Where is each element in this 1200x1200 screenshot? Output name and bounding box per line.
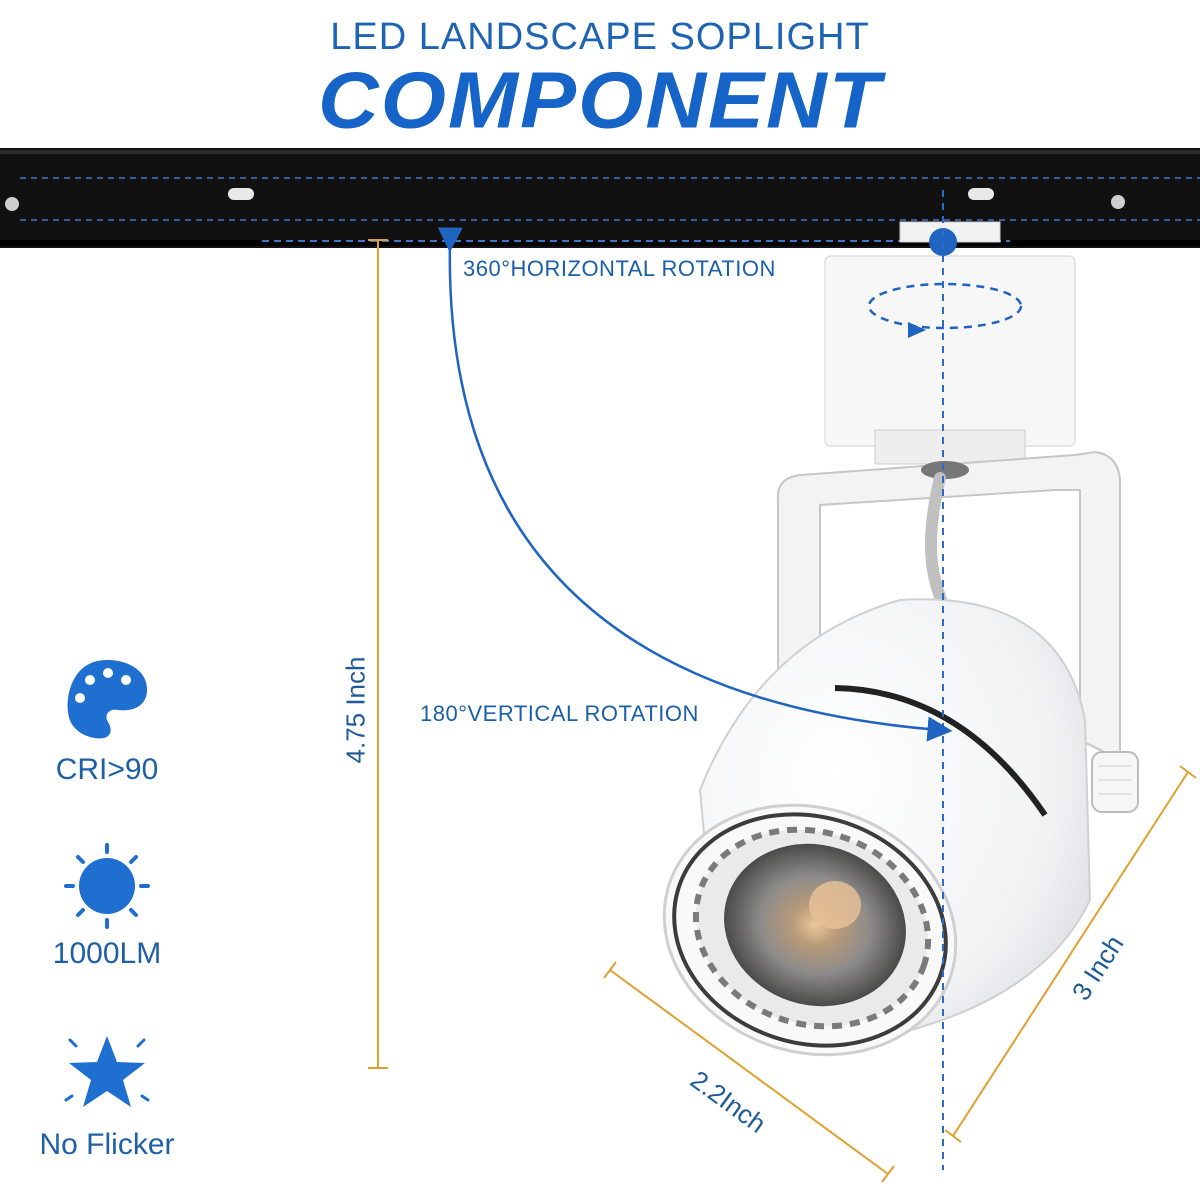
feature-label-flicker: No Flicker (39, 1128, 175, 1161)
vertical-rotation-label: 180°VERTICAL ROTATION (420, 701, 699, 726)
height-dimension-label: 4.75 Inch (340, 656, 371, 764)
sun-icon (64, 843, 150, 929)
palette-icon (67, 660, 148, 739)
length-dimension (944, 765, 1197, 1143)
feature-label-lumen: 1000LM (52, 937, 162, 970)
track-rail (0, 148, 1200, 248)
star-icon (64, 1036, 150, 1107)
height-dimension (368, 239, 388, 1069)
horizontal-rotation-label: 360°HORIZONTAL ROTATION (463, 256, 776, 281)
vertical-rotation-arc (437, 227, 953, 742)
headline: LED LANDSCAPE SOPLIGHT (330, 16, 870, 58)
track-adapter (824, 221, 1076, 465)
page-title: COMPONENT (318, 55, 882, 145)
feature-label-cri: CRI>90 (55, 753, 159, 786)
lamp-head (662, 598, 1092, 1057)
diameter-dimension (603, 961, 895, 1183)
